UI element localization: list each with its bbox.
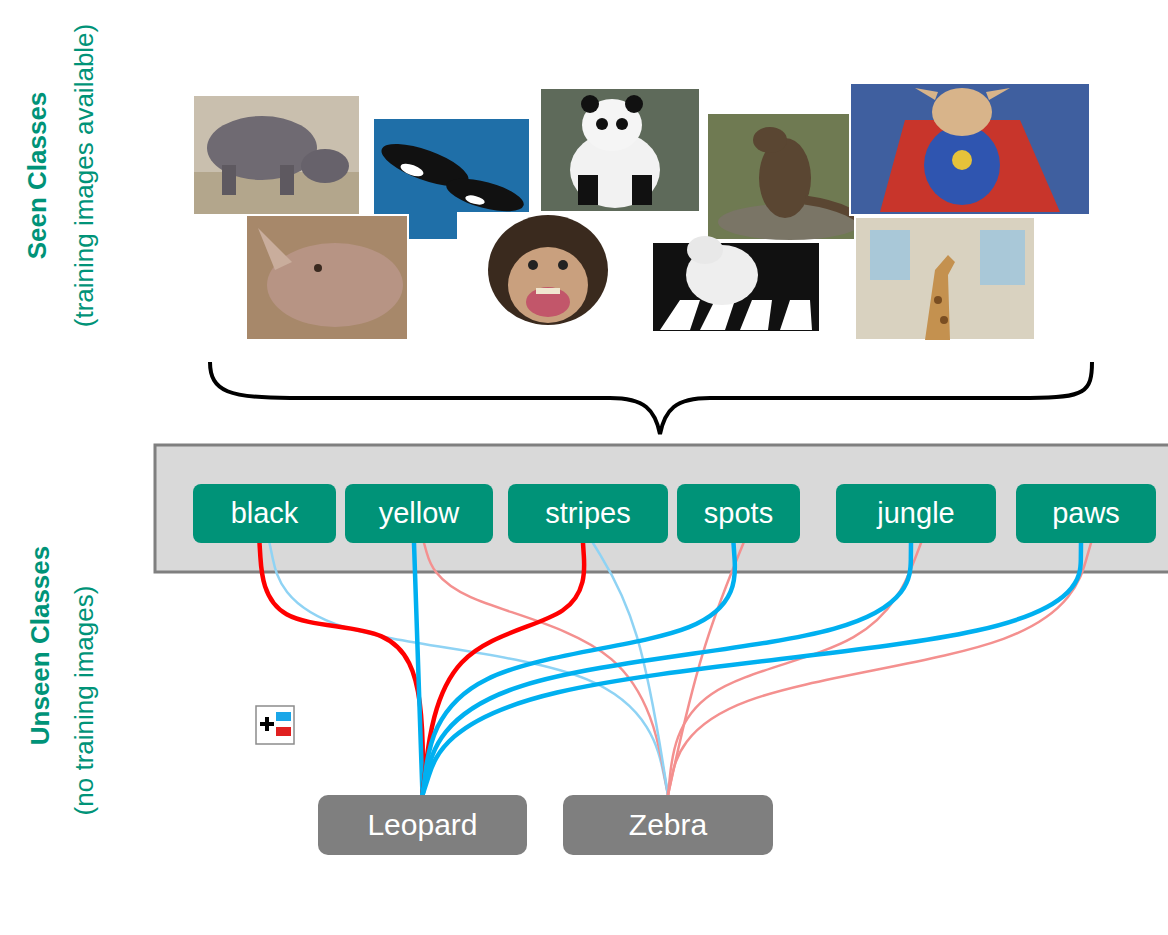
class-box: Zebra [563,795,773,855]
chimp-photo [458,213,640,340]
dog-photo [850,83,1090,215]
attribute-link [668,543,1091,795]
chimp-photo-part [508,247,588,323]
orca-photo-part [464,194,485,207]
chimp-photo-part [488,215,608,325]
hippo-photo-part [193,95,360,215]
rhino-photo-part [314,264,322,272]
hippo-photo-part [301,149,349,183]
panda-photo-part [625,95,643,113]
chimp-photo-part [528,260,538,270]
giraffe-photo [855,217,1035,340]
panda-photo-part [616,118,628,130]
dog-photo-part [915,88,938,100]
attribute-link [423,543,912,795]
attribute-box: spots [677,484,800,543]
class-box: Leopard [318,795,527,855]
giraffe-photo-part [870,230,910,280]
sign-icon-part [256,706,294,744]
chimp-photo-part [526,287,570,317]
panda-photo-part [632,175,652,205]
orca-photo-part [443,172,527,218]
attribute-link [423,543,1082,795]
sign-icon-part [276,727,291,736]
sign-icon-part [276,712,291,721]
rhino-photo-part [246,215,408,340]
giraffe-photo-part [925,255,955,340]
cat-photo-part [660,300,812,330]
side-caption: (training images available) [69,23,100,326]
cat-photo [652,236,820,332]
side-caption: (no training images) [69,585,100,815]
node-label: jungle [877,497,954,530]
panda-photo-part [578,175,598,205]
dog-photo-part [986,88,1010,100]
chimp-photo-part [536,288,560,294]
attribute-link [424,543,668,795]
node-label: spots [704,497,773,530]
panda-photo-part [596,118,608,130]
attribute-link [260,543,423,795]
attribute-box: black [193,484,336,543]
giraffe-photo-part [855,217,1035,340]
panda-photo [540,88,700,212]
node-label: paws [1052,497,1120,530]
rhino-photo-part [267,243,403,327]
node-label: yellow [379,497,460,530]
otter-photo-part [753,127,787,153]
panda-photo-part [540,88,700,212]
cat-photo-part [687,236,723,264]
attribute-box: jungle [836,484,996,543]
attribute-link [423,543,585,795]
hippo-photo-part [280,165,294,195]
dog-photo-part [924,125,1000,205]
node-label: Zebra [629,808,707,842]
chimp-photo-part [458,213,640,340]
hippo-photo [193,95,360,215]
attribute-box: stripes [508,484,668,543]
attribute-panel [155,445,1168,572]
sign-icon [256,706,294,744]
panda-photo-part [581,95,599,113]
orca-photo-part [399,161,425,179]
rhino-photo [246,215,408,340]
node-label: black [231,497,299,530]
side-caption: Seen Classes [22,91,53,259]
dog-photo-part [932,88,992,136]
attribute-box: paws [1016,484,1156,543]
cat-photo-part [652,242,820,332]
giraffe-photo-part [980,230,1025,285]
giraffe-photo-part [934,296,942,304]
giraffe-photo-part [940,316,948,324]
node-label: Leopard [367,808,477,842]
attribute-link [414,543,423,795]
curly-brace [210,362,1092,434]
node-label: stripes [545,497,630,530]
chimp-photo-part [558,260,568,270]
side-caption: Unseen Classes [25,545,56,744]
attribute-link [270,543,669,795]
sign-icon-part [265,717,269,731]
attribute-box: yellow [345,484,493,543]
dog-photo-part [850,83,1090,215]
hippo-photo-part [222,165,236,195]
dog-photo-part [952,150,972,170]
rhino-photo-part [258,228,292,270]
